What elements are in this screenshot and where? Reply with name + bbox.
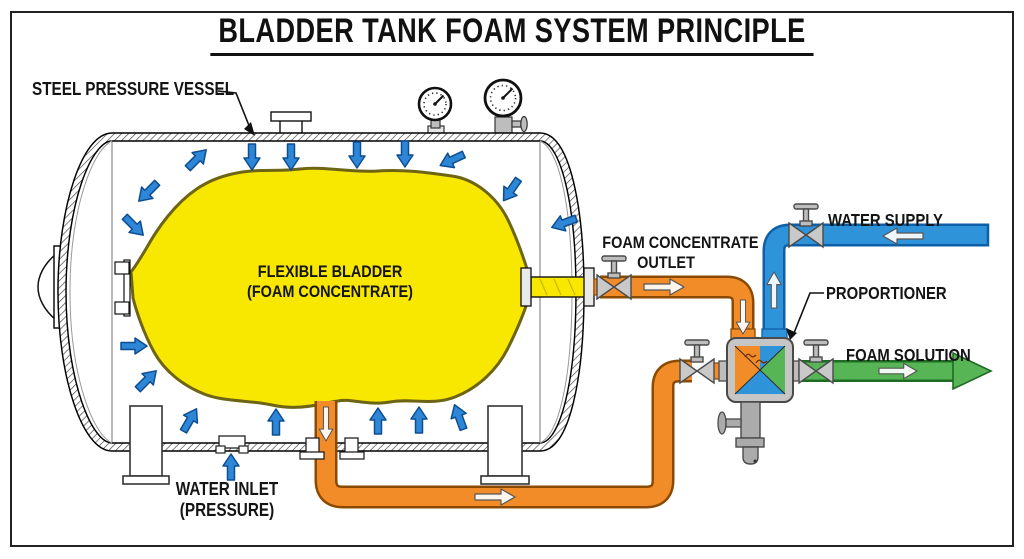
label-steel-pressure-vessel: STEEL PRESSURE VESSEL — [32, 79, 235, 99]
page-title: BLADDER TANK FOAM SYSTEM PRINCIPLE — [210, 12, 814, 56]
label-water-inlet: WATER INLET (PRESSURE) — [159, 479, 295, 520]
pressure-gauge-icon — [417, 86, 453, 136]
label-flexible-bladder: FLEXIBLE BLADDER (FOAM CONCENTRATE) — [245, 262, 415, 301]
leader-lines — [217, 90, 824, 340]
flexible-bladder-shape — [114, 166, 530, 409]
label-water-supply: WATER SUPPLY — [828, 210, 943, 230]
label-proportioner: PROPORTIONER — [826, 283, 947, 303]
diagram-frame — [10, 11, 1014, 547]
water-inlet-port — [215, 435, 249, 454]
foam-concentrate-bottom-pipe — [299, 359, 730, 509]
label-water-inlet-line1: WATER INLET — [175, 479, 279, 499]
drain-assembly — [717, 401, 765, 465]
label-foam-concentrate-outlet-line1: FOAM CONCENTRATE — [602, 233, 759, 252]
proportioner-unit — [726, 328, 794, 403]
label-flexible-bladder-line1: FLEXIBLE BLADDER — [257, 262, 403, 281]
pressure-gauge-icon — [483, 78, 528, 136]
label-flexible-bladder-line2: (FOAM CONCENTRATE) — [247, 281, 413, 301]
label-foam-concentrate-outlet: FOAM CONCENTRATE OUTLET — [602, 233, 759, 272]
label-foam-concentrate-outlet-line2: OUTLET — [637, 252, 695, 272]
water-supply-pipe — [762, 223, 990, 338]
label-foam-solution: FOAM SOLUTION — [846, 345, 971, 365]
tank-supports — [122, 405, 530, 485]
label-water-inlet-line2: (PRESSURE) — [179, 499, 275, 520]
top-nozzle — [270, 111, 312, 137]
